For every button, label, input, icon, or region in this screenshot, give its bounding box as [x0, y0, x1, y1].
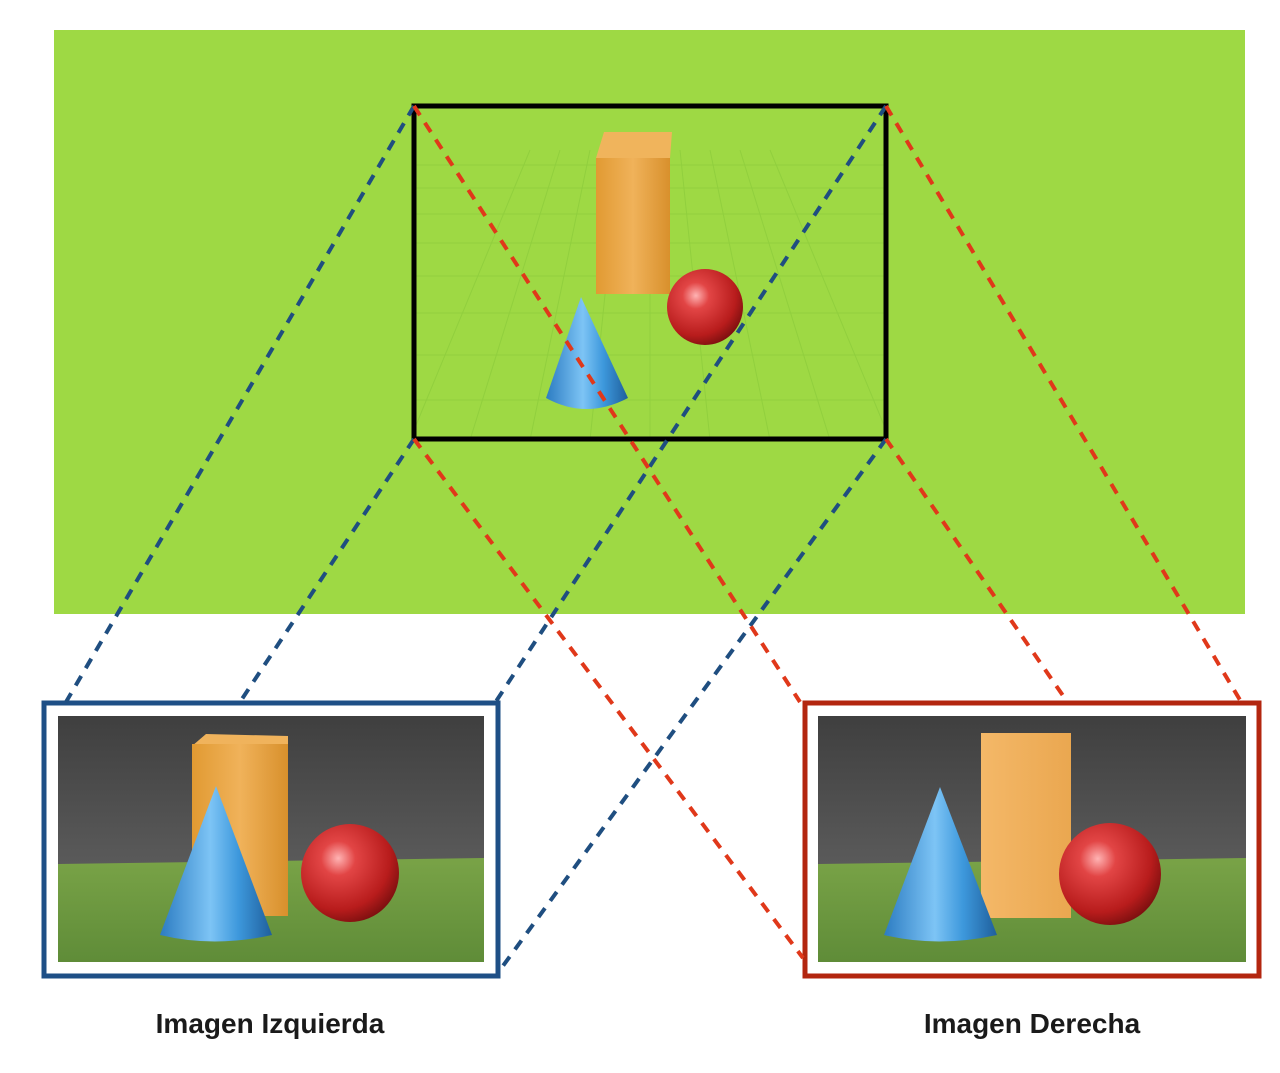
orange-box-icon — [596, 132, 672, 294]
red-sphere-icon — [1059, 823, 1161, 925]
top-scene-objects — [546, 132, 743, 409]
left-image-panel — [41, 700, 501, 979]
right-projection-lines — [412, 104, 1242, 960]
right-image-panel — [802, 700, 1262, 979]
red-sphere-icon — [667, 269, 743, 345]
camera-frame — [411, 103, 889, 442]
left-projection-lines — [64, 104, 888, 972]
right-image-label: Imagen Derecha — [923, 1008, 1141, 1039]
orange-box-icon — [981, 733, 1071, 918]
red-sphere-icon — [301, 824, 399, 922]
blue-cone-icon — [884, 787, 997, 942]
blue-cone-icon — [160, 786, 272, 942]
left-image-label: Imagen Izquierda — [155, 1008, 385, 1039]
blue-cone-icon — [546, 297, 628, 409]
